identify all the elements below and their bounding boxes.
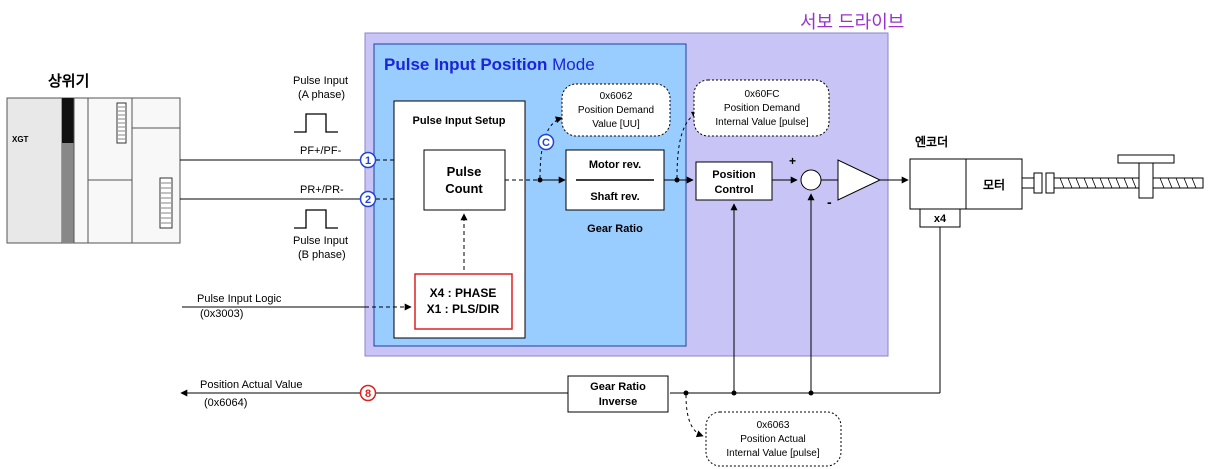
pulse-count-box	[423, 149, 506, 211]
badge-2	[359, 190, 377, 208]
badge-8-text: 8	[365, 388, 371, 400]
pulse-count-1: Pulse	[447, 164, 482, 179]
logic-2: (0x3003)	[200, 308, 243, 320]
plc-title: 상위기	[48, 73, 89, 90]
gear-inverse-2: Inverse	[599, 396, 638, 408]
badge-c	[537, 133, 555, 151]
pulse-count-2: Count	[445, 181, 483, 196]
actual-2: (0x6064)	[204, 397, 247, 409]
obj-6063-2: Position Actual	[740, 434, 806, 445]
encoder-label: 엔코더	[915, 134, 948, 149]
plc-model: XGT	[12, 135, 29, 144]
gear-inverse-1: Gear Ratio	[590, 381, 646, 393]
plc-device: XGT	[6, 97, 181, 244]
pulse-b-label-1: Pulse Input	[293, 235, 348, 247]
obj-60fc-2: Position Demand	[724, 103, 800, 114]
obj-6063-3: Internal Value [pulse]	[726, 448, 819, 459]
badge-8	[359, 384, 377, 402]
encoder-box	[909, 158, 967, 210]
gear-ratio-inverse-box	[567, 375, 669, 413]
obj-60fc-bubble	[693, 79, 830, 137]
gear-bottom: Shaft rev.	[590, 191, 639, 203]
ball-screw	[1021, 154, 1204, 199]
badge-1	[359, 151, 377, 169]
phase-x1: X1 : PLS/DIR	[427, 302, 500, 316]
signal-pr: PR+/PR-	[300, 184, 344, 196]
gear-top: Motor rev.	[589, 159, 641, 171]
sum-plus: +	[789, 154, 796, 168]
badge-1-text: 1	[365, 155, 371, 167]
obj-6062-1: 0x6062	[600, 91, 633, 102]
phase-setting-box	[414, 273, 513, 330]
obj-6063-bubble	[705, 411, 842, 467]
obj-6062-bubble	[561, 83, 671, 137]
badge-c-text: C	[542, 137, 550, 149]
servo-drive-title: 서보 드라이브	[800, 12, 904, 32]
obj-6063-1: 0x6063	[757, 420, 790, 431]
summing-junction	[800, 169, 822, 191]
obj-6062-3: Value [UU]	[592, 119, 640, 130]
obj-6062-2: Position Demand	[578, 105, 654, 116]
motor-box	[965, 158, 1023, 210]
plc-connector-pins	[118, 106, 171, 224]
pulse-input-setup-title: Pulse Input Setup	[413, 115, 506, 127]
logic-1: Pulse Input Logic	[197, 293, 282, 305]
position-control-box	[695, 161, 773, 201]
position-control-1: Position	[712, 169, 756, 181]
signal-pf: PF+/PF-	[300, 145, 342, 157]
encoder-x4: x4	[934, 213, 947, 225]
pulse-a-wave	[294, 113, 338, 133]
gear-caption: Gear Ratio	[587, 223, 643, 235]
phase-x4: X4 : PHASE	[430, 286, 497, 300]
pulse-a-label-2: (A phase)	[298, 89, 345, 101]
actual-1: Position Actual Value	[200, 379, 303, 391]
sum-minus: -	[827, 194, 832, 210]
obj-60fc-3: Internal Value [pulse]	[715, 117, 808, 128]
pulse-a-label-1: Pulse Input	[293, 75, 348, 87]
motor-label: 모터	[983, 177, 1005, 192]
badge-2-text: 2	[365, 194, 371, 206]
obj-60fc-1: 0x60FC	[744, 89, 779, 100]
amplifier	[837, 159, 882, 201]
position-control-2: Control	[714, 184, 753, 196]
mode-title: Pulse Input Position Mode	[384, 55, 595, 74]
screw-thread	[1059, 177, 1197, 189]
pulse-b-label-2: (B phase)	[298, 249, 346, 261]
pulse-b-wave	[294, 209, 338, 229]
